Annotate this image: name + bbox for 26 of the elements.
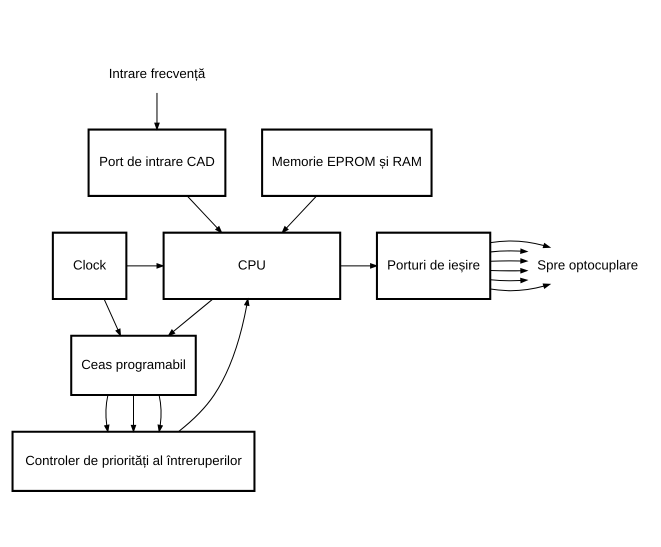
node-text: Spre optocuplare	[537, 257, 638, 272]
node-box: Clock	[52, 232, 128, 300]
node-box: Ceas programabil	[70, 334, 197, 396]
arrow	[154, 92, 160, 131]
node-box: Port de intrare CAD	[88, 128, 226, 197]
arrow	[490, 240, 552, 248]
arrow	[490, 258, 528, 264]
arrow	[104, 394, 110, 433]
arrow	[130, 395, 136, 433]
arrow	[490, 268, 528, 274]
arrow	[490, 278, 528, 284]
arrow	[178, 298, 250, 432]
arrow	[490, 284, 552, 292]
arrow	[126, 262, 165, 269]
node-text: Intrare frecvență	[108, 66, 206, 81]
arrow	[186, 196, 223, 234]
node-box: Controler de priorități al întreruperilor	[12, 430, 256, 492]
node-box: Porturi de ieșire	[376, 232, 492, 300]
arrow	[281, 196, 317, 234]
arrow	[158, 394, 164, 433]
arrow	[340, 262, 378, 269]
arrow	[104, 298, 122, 337]
arrow	[167, 298, 214, 336]
node-box: Memorie EPROM și RAM	[261, 128, 433, 197]
arrow	[490, 248, 528, 254]
node-box: CPU	[162, 232, 342, 300]
